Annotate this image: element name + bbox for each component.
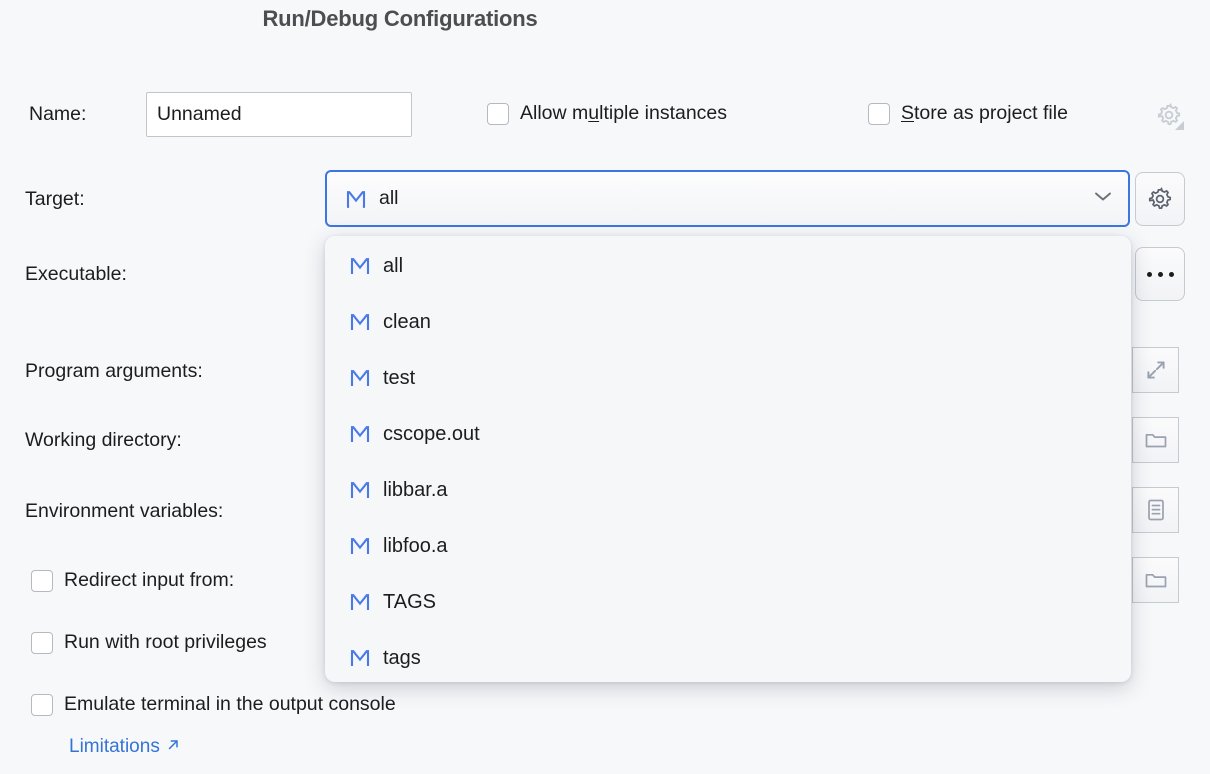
emulate-terminal-checkbox-row[interactable]: Emulate terminal in the output console <box>31 693 396 716</box>
makefile-target-icon <box>349 591 371 613</box>
target-settings-button[interactable] <box>1135 172 1185 226</box>
store-as-project-file-checkbox-row[interactable]: Store as project file <box>868 102 1068 125</box>
makefile-target-icon <box>349 647 371 669</box>
list-item-label: libbar.a <box>383 479 448 501</box>
page-title: Run/Debug Configurations <box>262 6 538 31</box>
target-option-clean[interactable]: clean <box>325 294 1131 350</box>
dropdown-triangle-icon <box>1175 121 1184 130</box>
list-item-label: clean <box>383 311 431 333</box>
target-selected-value: all <box>379 187 399 209</box>
run-with-root-privileges-checkbox[interactable] <box>31 631 53 654</box>
target-option-test[interactable]: test <box>325 350 1131 406</box>
environment-variables-edit-button[interactable] <box>1132 487 1179 533</box>
working-directory-browse-button[interactable] <box>1132 417 1179 463</box>
list-item-label: all <box>383 255 404 277</box>
executable-browse-button[interactable] <box>1135 247 1185 301</box>
environment-variables-label: Environment variables: <box>25 500 224 522</box>
allow-multiple-instances-checkbox-row[interactable]: Allow multiple instances <box>487 102 727 125</box>
target-option-tags[interactable]: tags <box>325 630 1131 682</box>
store-as-project-file-checkbox[interactable] <box>868 102 890 125</box>
ellipsis-icon <box>1146 271 1174 277</box>
makefile-target-icon <box>349 255 371 277</box>
makefile-target-icon <box>345 188 367 210</box>
makefile-target-icon <box>349 535 371 557</box>
redirect-input-checkbox[interactable] <box>31 569 53 592</box>
redirect-input-checkbox-row[interactable]: Redirect input from: <box>31 569 234 592</box>
makefile-target-icon <box>349 479 371 501</box>
limitations-link[interactable]: Limitations <box>69 736 181 758</box>
program-arguments-label: Program arguments: <box>25 360 203 382</box>
makefile-target-icon <box>349 423 371 445</box>
target-option-tags[interactable]: TAGS <box>325 574 1131 630</box>
gear-icon[interactable] <box>1156 102 1184 130</box>
allow-multiple-instances-checkbox[interactable] <box>487 102 509 125</box>
target-label: Target: <box>25 188 85 210</box>
list-item-label: tags <box>383 647 421 669</box>
target-dropdown-popup[interactable]: all clean test cscope.out libbar.a <box>325 236 1131 682</box>
external-link-icon <box>166 736 181 758</box>
redirect-input-label: Redirect input from: <box>64 569 235 591</box>
target-combobox[interactable]: all <box>325 170 1130 227</box>
program-arguments-expand-button[interactable] <box>1132 347 1179 393</box>
redirect-input-browse-button[interactable] <box>1132 557 1179 603</box>
list-item-label: libfoo.a <box>383 535 448 557</box>
limitations-link-label: Limitations <box>69 736 160 757</box>
run-with-root-privileges-checkbox-row[interactable]: Run with root privileges <box>31 631 267 654</box>
emulate-terminal-label: Emulate terminal in the output console <box>64 693 396 715</box>
target-option-cscope-out[interactable]: cscope.out <box>325 406 1131 462</box>
makefile-target-icon <box>349 311 371 333</box>
target-option-libbar-a[interactable]: libbar.a <box>325 462 1131 518</box>
executable-label: Executable: <box>25 263 127 285</box>
list-item-label: cscope.out <box>383 423 480 445</box>
allow-multiple-instances-label: Allow multiple instances <box>520 102 728 124</box>
emulate-terminal-checkbox[interactable] <box>31 693 53 716</box>
list-item-label: test <box>383 367 416 389</box>
target-option-libfoo-a[interactable]: libfoo.a <box>325 518 1131 574</box>
name-input[interactable]: Unnamed <box>146 92 412 137</box>
name-label: Name: <box>29 103 87 125</box>
makefile-target-icon <box>349 367 371 389</box>
store-as-project-file-label: Store as project file <box>901 102 1068 124</box>
working-directory-label: Working directory: <box>25 429 182 451</box>
target-option-all[interactable]: all <box>325 238 1131 294</box>
chevron-down-icon[interactable] <box>1092 189 1114 208</box>
run-with-root-privileges-label: Run with root privileges <box>64 631 267 653</box>
list-item-label: TAGS <box>383 591 436 613</box>
